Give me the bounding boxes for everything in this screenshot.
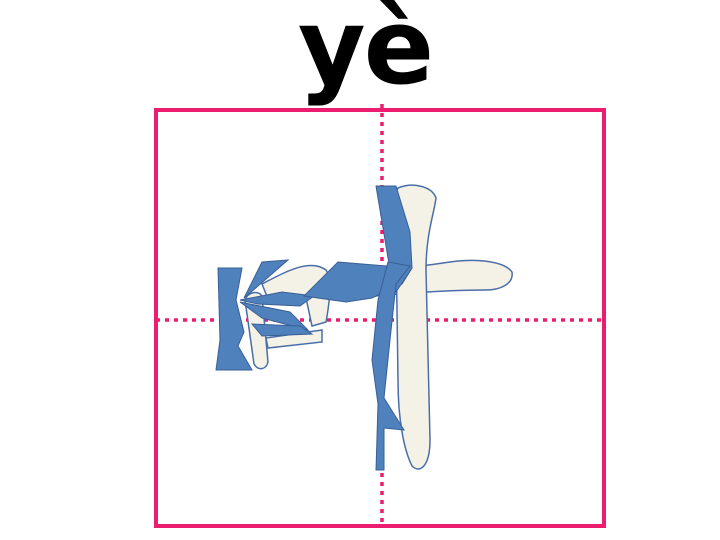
hanzi-ye-calligraphy-icon: [215, 184, 513, 471]
grid-border: [154, 108, 606, 528]
pinyin-label: yè: [297, 0, 434, 108]
